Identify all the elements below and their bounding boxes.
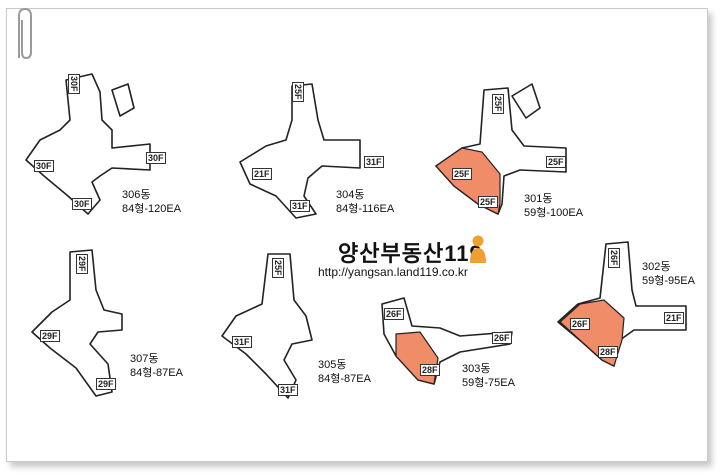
site-url: http://yangsan.land119.co.kr (318, 265, 468, 279)
building-label: 305동 84형-87EA (318, 358, 371, 386)
dong-number: 306동 (122, 189, 151, 201)
floor-tag: 30F (146, 152, 166, 164)
building-label: 303동 59형-75EA (462, 362, 515, 390)
floor-tag: 28F (598, 346, 618, 358)
floor-tag: 21F (664, 312, 684, 324)
unit-spec: 59형-95EA (642, 275, 695, 287)
building-label: 306동 84형-120EA (122, 188, 181, 216)
floor-tag: 26F (608, 248, 620, 268)
floor-tag: 31F (364, 156, 384, 168)
floor-tag: 26F (492, 332, 512, 344)
unit-spec: 84형-120EA (122, 203, 182, 215)
brand-title: 양산부동산119 (338, 241, 483, 266)
floor-tag: 29F (96, 378, 116, 390)
floor-tag: 25F (272, 258, 284, 278)
floor-tag: 30F (68, 74, 80, 94)
floor-tag: 28F (420, 364, 440, 376)
floor-tag: 26F (570, 318, 590, 330)
building-label: 301동 59형-100EA (524, 192, 583, 220)
building-label: 302동 59형-95EA (642, 260, 695, 288)
floor-tag: 29F (40, 330, 60, 342)
floor-tag: 25F (492, 94, 504, 114)
floor-tag: 25F (292, 82, 304, 102)
unit-spec: 84형-87EA (130, 367, 183, 379)
unit-spec: 59형-75EA (462, 377, 515, 389)
floor-tag: 29F (76, 254, 88, 274)
floor-tag: 30F (72, 198, 92, 210)
unit-spec: 59형-100EA (524, 207, 584, 219)
dong-number: 307동 (130, 353, 159, 365)
dong-number: 305동 (318, 359, 347, 371)
building-label: 307동 84형-87EA (130, 352, 183, 380)
photo-frame (6, 8, 708, 462)
paperclip-icon (18, 7, 32, 60)
floor-tag: 30F (34, 160, 54, 172)
building-label: 304동 84형-116EA (336, 188, 394, 216)
floor-tag: 31F (290, 200, 310, 212)
dong-number: 304동 (336, 189, 365, 201)
unit-spec: 84형-87EA (318, 373, 371, 385)
dong-number: 301동 (524, 193, 553, 205)
dong-number: 302동 (642, 261, 671, 273)
unit-spec: 84형-116EA (336, 203, 395, 215)
floor-tag: 25F (452, 168, 472, 180)
dong-number: 303동 (462, 363, 491, 375)
floor-tag: 31F (232, 336, 252, 348)
person-icon (470, 235, 486, 263)
floor-tag: 21F (252, 168, 272, 180)
floor-tag: 31F (278, 384, 298, 396)
floor-tag: 25F (478, 196, 498, 208)
floor-tag: 25F (546, 156, 566, 168)
floor-tag: 26F (384, 308, 404, 320)
